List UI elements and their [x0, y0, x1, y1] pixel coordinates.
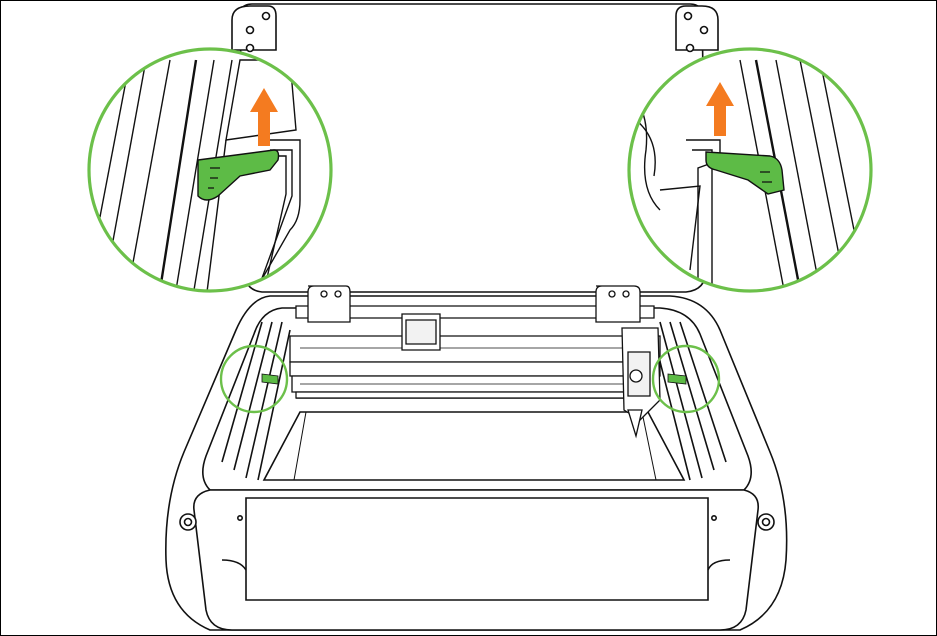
screw-icon	[247, 27, 254, 34]
screw-icon	[701, 27, 708, 34]
screw-icon	[712, 516, 716, 520]
latch-clip-icon	[262, 374, 278, 384]
screw-icon	[247, 45, 254, 52]
screw-icon	[263, 13, 270, 20]
lid-corner-left	[232, 6, 276, 50]
screw-icon	[238, 516, 242, 520]
screw-icon	[685, 13, 692, 20]
latch-clip-icon	[668, 374, 686, 384]
screw-icon	[687, 45, 694, 52]
callout-left	[60, 49, 331, 300]
lid-corner-right	[676, 6, 718, 50]
